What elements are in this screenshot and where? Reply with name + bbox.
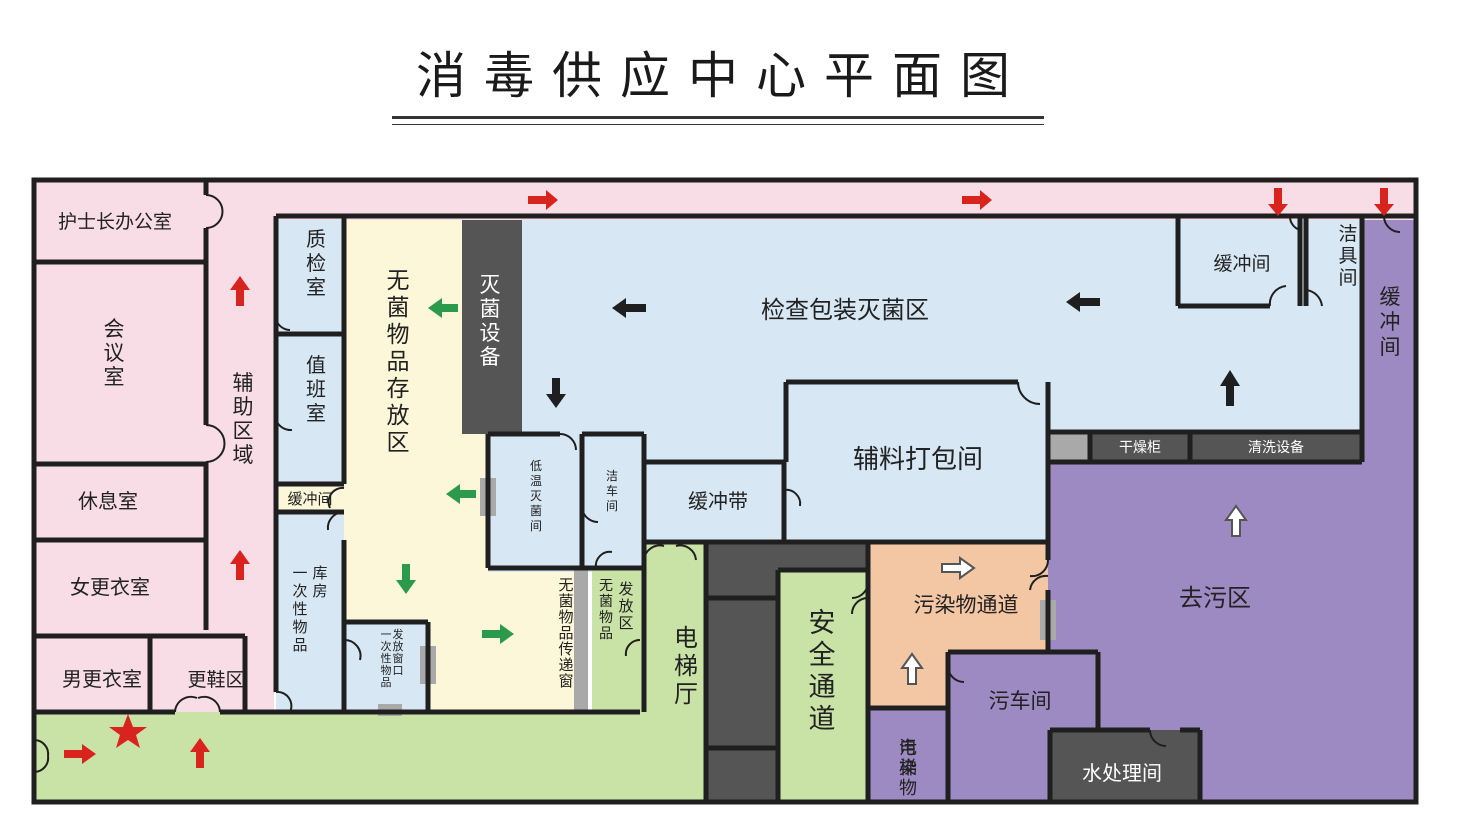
green-arrow-left bbox=[428, 298, 458, 318]
hollow-arrow-up bbox=[1224, 504, 1248, 537]
label-cart-room: 洁车间 bbox=[606, 469, 618, 513]
label-female-locker: 女更衣室 bbox=[70, 575, 150, 599]
stairs-top-fill bbox=[706, 542, 868, 570]
label-material-pack: 辅料打包间 bbox=[853, 445, 983, 475]
page-title: 消毒供应中心平面图 bbox=[416, 47, 1028, 105]
svg-text:一次性物品: 一次性物品 bbox=[381, 628, 392, 689]
label-meeting: 会议室 bbox=[104, 317, 125, 389]
red-arrow-down bbox=[1374, 188, 1394, 216]
arrows bbox=[64, 188, 1394, 768]
red-arrow-right bbox=[528, 190, 558, 210]
label-dispense-items: 无菌物品 bbox=[599, 578, 613, 642]
black-arrow-up bbox=[1220, 370, 1240, 406]
red-arrow-up bbox=[230, 550, 250, 580]
red-arrow-down bbox=[1268, 188, 1288, 216]
water-fill bbox=[1050, 730, 1200, 802]
sterilizer-fill bbox=[462, 220, 522, 434]
label-buffer-belt: 缓冲带 bbox=[688, 489, 748, 513]
label-aux-area: 辅助区域 bbox=[233, 371, 254, 467]
label-dispense: 发放区 bbox=[618, 580, 633, 632]
label-buffer-right: 缓冲间 bbox=[1380, 285, 1401, 359]
label-safety-passage: 安全通道 bbox=[809, 608, 836, 735]
label-low-temp: 低温灭菌间 bbox=[530, 459, 542, 533]
right-buffer-fill bbox=[1362, 220, 1416, 802]
material-pack-fill bbox=[786, 384, 1048, 542]
label-sterile-store: 无菌物品存放区 bbox=[387, 268, 410, 456]
red-star bbox=[109, 714, 147, 748]
svg-text:电梯: 电梯 bbox=[899, 738, 917, 779]
svg-text:无菌物品传递窗: 无菌物品传递窗 bbox=[558, 576, 573, 690]
red-arrow-right bbox=[962, 190, 992, 210]
label-buffer-top: 缓冲间 bbox=[1213, 253, 1270, 275]
black-arrow-down bbox=[546, 378, 566, 408]
title-underline bbox=[392, 116, 1044, 119]
bottom-corridor bbox=[34, 712, 706, 802]
buffer-belt-fill bbox=[644, 462, 784, 542]
label-male-locker: 男更衣室 bbox=[62, 667, 142, 691]
label-dirty-cart: 污车间 bbox=[989, 689, 1052, 713]
equipment-bar-light bbox=[1050, 432, 1088, 462]
zone-fills bbox=[34, 180, 1416, 802]
outer-wall bbox=[31, 177, 1419, 805]
svg-text:污染物: 污染物 bbox=[899, 738, 917, 799]
room-labels: 护士长办公室 休息室 女更衣室 男更衣室 更鞋区 缓冲间 检查包装灭菌区 缓冲间… bbox=[58, 211, 1304, 785]
office-zone bbox=[34, 180, 274, 715]
svg-text:一次性物品: 一次性物品 bbox=[292, 564, 307, 654]
svg-text:库房: 库房 bbox=[312, 564, 327, 600]
label-dry-cabinet: 干燥柜 bbox=[1119, 440, 1161, 456]
svg-text:发放窗口: 发放窗口 bbox=[393, 627, 404, 677]
window-gray-4 bbox=[574, 570, 588, 710]
label-wash-equip: 清洗设备 bbox=[1248, 439, 1304, 456]
label-cleaning-tools: 洁具间 bbox=[1338, 223, 1357, 289]
label-inspect-pack: 检查包装灭菌区 bbox=[761, 296, 929, 324]
hollow-arrow-up bbox=[900, 652, 924, 685]
label-shoe-area: 更鞋区 bbox=[187, 669, 244, 691]
label-elevator-hall: 电梯厅 bbox=[674, 624, 698, 708]
label-nurse-office: 护士长办公室 bbox=[58, 211, 172, 233]
red-arrow-up bbox=[230, 276, 250, 306]
label-decon: 去污区 bbox=[1179, 584, 1251, 612]
walls bbox=[31, 177, 1419, 805]
door-swings bbox=[33, 194, 1401, 774]
label-water-treat: 水处理间 bbox=[1082, 761, 1162, 785]
red-arrow-up bbox=[190, 738, 210, 768]
green-arrow-right bbox=[482, 624, 514, 644]
equipment-bar bbox=[1050, 432, 1362, 462]
red-arrow-right bbox=[64, 744, 96, 764]
label-dirty-passage: 污染物通道 bbox=[914, 593, 1019, 617]
dirty-elevator-fill bbox=[868, 708, 948, 802]
label-sterilizer: 灭菌设备 bbox=[480, 273, 501, 369]
small-buffer-fill bbox=[276, 484, 344, 512]
label-rest: 休息室 bbox=[78, 489, 138, 513]
elevator-hall-fill bbox=[644, 542, 706, 712]
label-qc-room: 质检室 bbox=[306, 227, 326, 299]
label-buffer-small: 缓冲间 bbox=[287, 490, 332, 508]
vertical-labels: 会议室辅助区域 质检室值班室 无菌物品存放区 灭菌设备低温灭菌间 洁车间发放区电梯厅 安全… bbox=[104, 223, 1401, 799]
label-duty-room: 值班室 bbox=[306, 353, 326, 425]
green-arrow-left bbox=[446, 484, 476, 504]
black-arrow-left bbox=[1066, 292, 1100, 312]
title-underline-thin bbox=[392, 124, 1044, 125]
green-arrow-down bbox=[396, 564, 416, 594]
label-sterile-window: 无菌物品传递窗 bbox=[558, 576, 573, 690]
stairs-fill bbox=[706, 542, 778, 802]
hollow-arrow-right bbox=[941, 556, 976, 580]
black-arrow-left bbox=[612, 298, 646, 318]
window-fill bbox=[344, 622, 428, 712]
left-blue-column bbox=[276, 220, 344, 712]
